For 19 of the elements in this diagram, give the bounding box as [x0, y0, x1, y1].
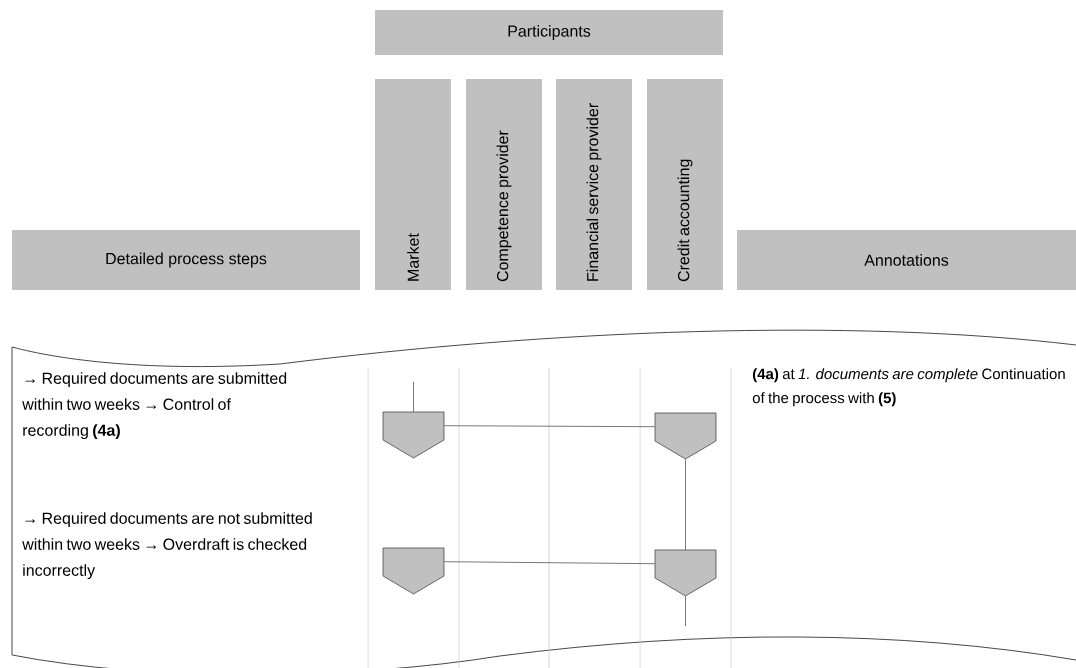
- header-box: Annotations: [737, 230, 1076, 290]
- connector-line: [413, 381, 414, 413]
- participant-column: Market: [375, 79, 451, 290]
- note-text: (4a) at 1. documents are complete Continuation of the process with (5): [752, 368, 1065, 407]
- participant-column: Competence provider: [466, 79, 542, 290]
- participant-column: Credit accounting: [647, 79, 723, 290]
- connector-line: [685, 595, 686, 627]
- header-box: Participants: [375, 10, 723, 55]
- participant-column: Financial service provider: [556, 79, 632, 290]
- process-step-shape: [382, 547, 445, 595]
- process-step-shape: [654, 549, 717, 597]
- process-step-shape: [654, 412, 717, 460]
- process-step-shape: [382, 411, 445, 459]
- connector-line: [443, 425, 656, 428]
- note-text: → Required documents are submitted within two weeks → Control of recording (4a): [22, 372, 287, 440]
- connector-line: [685, 458, 686, 551]
- note-text: → Required documents are not submitted within two weeks → Overdraft is checked incorrectly: [22, 512, 312, 580]
- header-box: Detailed process steps: [12, 230, 360, 290]
- connector-line: [443, 561, 656, 565]
